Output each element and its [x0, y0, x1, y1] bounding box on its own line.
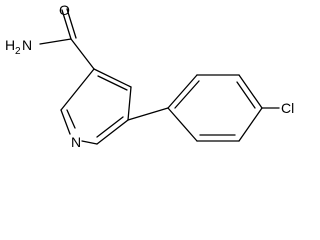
phenyl-c3-c4-bond	[238, 74, 263, 109]
phenyl-c6-c1-bond	[167, 107, 198, 142]
carbonyl-bond-outer	[61, 9, 72, 40]
amide-hydrogen-count-label: 2	[15, 46, 21, 57]
carbonyl-bond-inner	[66, 8, 77, 39]
amide-nitrogen-label: N	[22, 37, 32, 53]
ring-c2-c3-bond	[60, 68, 95, 111]
chlorophenyl-ring	[167, 74, 263, 142]
ring-n-c2-bond	[60, 109, 71, 135]
biaryl-bond	[127, 107, 169, 121]
ring-c3-c4-bond	[93, 68, 132, 88]
pyridine-ring	[60, 68, 132, 145]
chemical-structure: O H 2 N N Cl	[5, 2, 294, 150]
phenyl-c3-c4-double-inner	[236, 81, 256, 109]
ring-c4-c4-double-inner	[97, 75, 128, 91]
phenyl-c4-c5-bond	[238, 107, 263, 142]
amide-c-n-bond	[39, 38, 72, 45]
amide-c-to-ring-bond	[70, 38, 95, 70]
ring-c4-c5-bond	[127, 86, 132, 121]
amide-hydrogen-label: H	[5, 37, 15, 53]
ring-c6-n-bond	[81, 140, 98, 145]
ring-c5-c6-double-inner	[96, 116, 124, 138]
phenyl-c1-c2-double-inner	[174, 80, 200, 109]
ring-n-c2-double-inner	[66, 109, 76, 129]
chlorine-label: Cl	[281, 100, 294, 116]
pyridine-nitrogen-label: N	[71, 134, 81, 150]
amide-group	[39, 8, 95, 70]
carbonyl-oxygen-label: O	[59, 2, 70, 18]
phenyl-c1-c2-bond	[167, 74, 198, 109]
ring-c5-c6-bond	[96, 119, 129, 145]
